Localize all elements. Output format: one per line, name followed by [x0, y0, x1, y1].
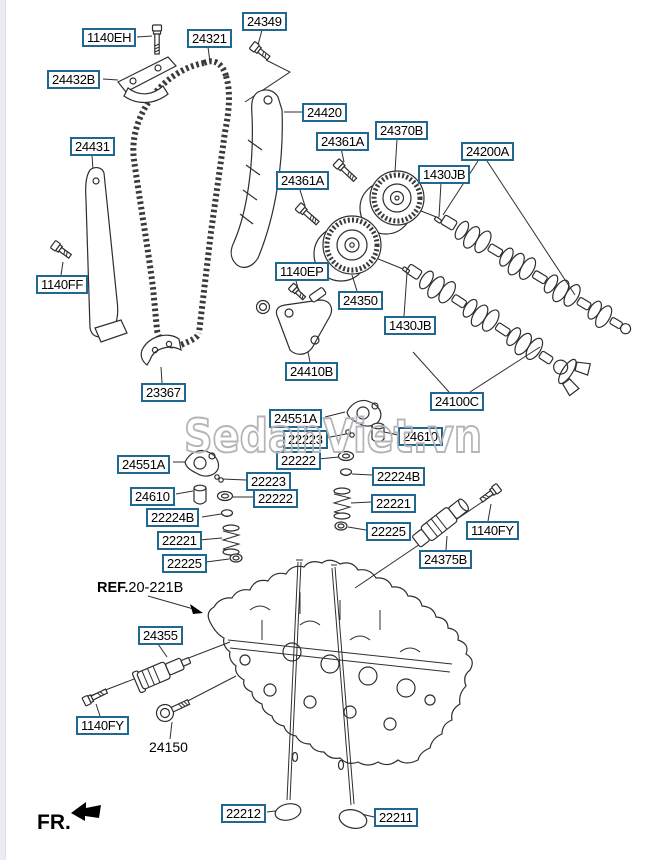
part-label-1140FF: 1140FF: [36, 275, 89, 294]
ref-number-text: 20-221B: [128, 580, 184, 596]
chain-guide-left: [85, 167, 128, 343]
valve-spring-right: [332, 487, 352, 520]
ref-callout: REF.20-221B: [97, 580, 183, 596]
camshaft-24200A: [440, 214, 632, 335]
part-label-22224B: 22224B: [146, 508, 200, 527]
lifter-24610-right: [371, 422, 385, 443]
valve-spring-left: [221, 524, 241, 556]
part-label-22212: 22212: [221, 804, 266, 823]
cam-sprocket-24370B: [359, 170, 425, 235]
part-label-24551A: 24551A: [269, 409, 323, 428]
part-label-24350: 24350: [338, 291, 383, 310]
part-label-24551A: 24551A: [117, 455, 171, 474]
part-label-24150: 24150: [149, 739, 188, 755]
part-label-24361A: 24361A: [316, 132, 370, 151]
part-label-1140EH: 1140EH: [82, 28, 137, 47]
part-label-24375B: 24375B: [419, 550, 473, 569]
part-label-1140FY: 1140FY: [76, 716, 129, 735]
part-label-22221: 22221: [157, 531, 202, 550]
part-label-22211: 22211: [374, 808, 418, 827]
ref-bold-text: REF.: [97, 580, 129, 596]
part-label-22222: 22222: [253, 489, 298, 508]
guide-23367: [140, 334, 182, 366]
bolt-1140FY-right: [479, 483, 502, 503]
stem-seal-left: [229, 553, 243, 563]
part-label-1140FY: 1140FY: [466, 521, 519, 540]
bolt-24150: [155, 698, 191, 723]
part-label-1430JB: 1430JB: [384, 316, 437, 335]
camshaft-24100C: [405, 263, 592, 397]
part-label-24370B: 24370B: [375, 121, 429, 140]
fr-direction-label: FR.: [37, 811, 71, 834]
tensioner-arm: [230, 89, 283, 268]
valve-keeper-left: [214, 474, 224, 483]
spring-retainer-upper: [337, 450, 355, 462]
part-label-23367: 23367: [141, 383, 186, 402]
part-label-22224B: 22224B: [372, 467, 426, 486]
page-edge-strip: [0, 0, 6, 860]
valve-22211: [331, 564, 368, 829]
part-label-24610: 24610: [130, 487, 175, 506]
part-label-24420: 24420: [302, 103, 347, 122]
bolt-1140FY-left: [81, 688, 109, 707]
part-label-22221: 22221: [371, 494, 416, 513]
cam-sprocket-24350: [313, 215, 382, 282]
cylinder-head: [207, 559, 473, 766]
valve-keeper-upper: [345, 429, 355, 438]
part-label-22225: 22225: [366, 522, 411, 541]
part-label-1430JB: 1430JB: [418, 165, 471, 184]
ref-arrowhead: [190, 604, 203, 614]
oil-control-valve-24355: [131, 657, 192, 694]
part-label-22223: 22223: [246, 472, 291, 491]
tube-24375B: [412, 498, 470, 548]
bolt-1140EH: [151, 24, 163, 55]
part-label-24361A: 24361A: [276, 171, 330, 190]
part-label-24431: 24431: [70, 137, 115, 156]
fr-arrow-icon: [71, 802, 101, 821]
spring-seat-left: [220, 509, 234, 518]
part-label-22223: 22223: [283, 430, 328, 449]
leader-lines: [60, 29, 576, 818]
spring-seat-right: [339, 468, 353, 477]
timing-chain: [130, 58, 232, 349]
part-label-1140EP: 1140EP: [275, 262, 329, 281]
valve-22212: [274, 559, 303, 821]
part-label-22222: 22222: [276, 451, 321, 470]
part-label-24321: 24321: [187, 29, 232, 48]
part-label-24410B: 24410B: [285, 362, 339, 381]
part-label-24432B: 24432B: [47, 70, 101, 89]
part-label-24355: 24355: [138, 626, 183, 645]
part-label-24349: 24349: [242, 12, 287, 31]
bolt-24361A-upper: [332, 158, 358, 183]
bolt-24361A-lower: [294, 202, 320, 226]
rocker-arm-left: [184, 449, 220, 477]
part-label-24100C: 24100C: [430, 392, 484, 411]
chain-tensioner-24410B: [255, 287, 333, 355]
bolt-1140FF: [50, 240, 73, 259]
bracket-24432B: [117, 56, 177, 104]
stem-seal-right: [334, 521, 348, 531]
bolt-1140EP: [288, 282, 307, 301]
part-label-24610: 24610: [398, 427, 443, 446]
rocker-arm-upper: [346, 399, 382, 427]
bolt-24349: [249, 41, 271, 61]
lifter-24610-left: [193, 484, 207, 505]
spring-retainer-left: [216, 490, 234, 502]
part-label-24200A: 24200A: [461, 142, 515, 161]
part-label-22225: 22225: [162, 554, 207, 573]
